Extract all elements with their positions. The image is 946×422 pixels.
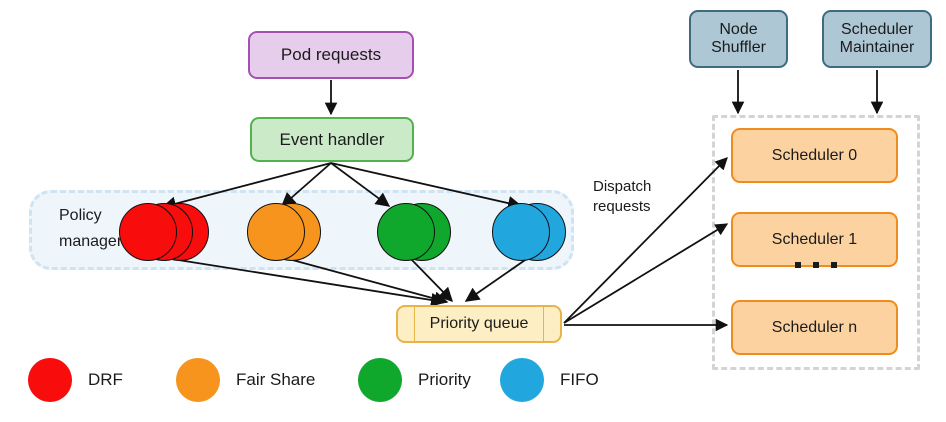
ellipsis-dot xyxy=(795,262,801,268)
node-shuffler-box[interactable]: Node Shuffler xyxy=(689,10,788,68)
priority-queue-box[interactable]: Priority queue xyxy=(396,305,562,343)
pod-requests-box[interactable]: Pod requests xyxy=(248,31,414,79)
scheduler-maintainer-box[interactable]: Scheduler Maintainer xyxy=(822,10,932,68)
legend-label-drf: DRF xyxy=(88,370,123,389)
policy-stack-priority xyxy=(377,203,455,261)
policy-manager-label: Policy manager xyxy=(59,207,123,251)
policy-circle-fifo xyxy=(492,203,550,261)
ellipsis-dot xyxy=(831,262,837,268)
scheduler-ellipsis xyxy=(795,262,837,268)
legend-label-fair-share: Fair Share xyxy=(236,370,316,389)
ellipsis-dot xyxy=(813,262,819,268)
legend-item-fifo: FIFO xyxy=(500,358,599,402)
legend: DRF Fair Share Priority FIFO xyxy=(28,358,599,402)
legend-swatch-drf xyxy=(28,358,72,402)
scheduler-1-label: Scheduler 1 xyxy=(771,230,858,248)
policy-circle-prio xyxy=(377,203,435,261)
policy-stack-fair xyxy=(247,203,325,261)
legend-label-priority: Priority xyxy=(418,370,471,389)
policy-stack-drf xyxy=(119,203,209,261)
legend-item-drf: DRF xyxy=(28,358,123,402)
priority-queue-divider-left xyxy=(414,307,415,341)
scheduler-n-box[interactable]: Scheduler n xyxy=(731,300,898,355)
scheduler-1-box[interactable]: Scheduler 1 xyxy=(731,212,898,267)
event-handler-box[interactable]: Event handler xyxy=(250,117,414,162)
legend-label-fifo: FIFO xyxy=(560,370,599,389)
legend-item-priority: Priority xyxy=(358,358,471,402)
legend-swatch-priority xyxy=(358,358,402,402)
legend-swatch-fair-share xyxy=(176,358,220,402)
priority-queue-divider-right xyxy=(543,307,544,341)
priority-queue-label: Priority queue xyxy=(429,315,529,333)
scheduler-0-label: Scheduler 0 xyxy=(771,146,858,164)
scheduler-n-label: Scheduler n xyxy=(771,318,858,336)
policy-stack-fifo xyxy=(492,203,570,261)
policy-circle-fair xyxy=(247,203,305,261)
event-handler-label: Event handler xyxy=(279,129,385,149)
edge-queue-to-scheduler-1 xyxy=(563,223,729,324)
scheduler-0-box[interactable]: Scheduler 0 xyxy=(731,128,898,183)
scheduler-maintainer-label: Scheduler Maintainer xyxy=(839,21,915,56)
legend-item-fair-share: Fair Share xyxy=(176,358,315,402)
legend-swatch-fifo xyxy=(500,358,544,402)
pod-requests-label: Pod requests xyxy=(280,45,382,65)
dispatch-requests-label: Dispatch requests xyxy=(593,178,652,215)
policy-circle-drf xyxy=(119,203,177,261)
node-shuffler-label: Node Shuffler xyxy=(711,21,766,56)
